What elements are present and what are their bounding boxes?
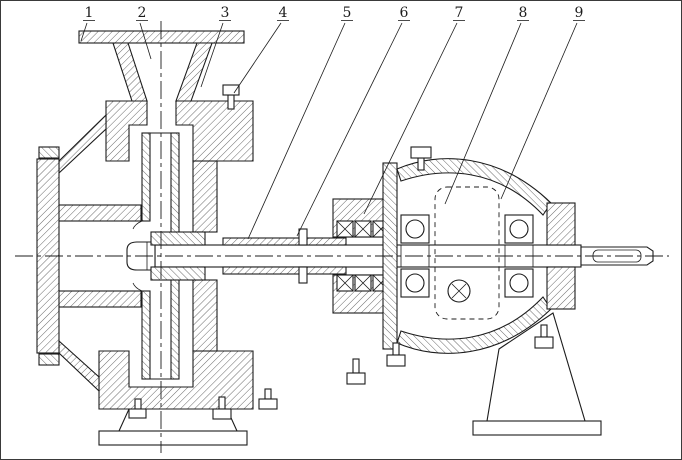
casing-bolt-head (212, 408, 232, 420)
oil-plug-cross (451, 283, 467, 299)
pump-casing (36, 30, 254, 410)
impeller-hub-bottom (150, 266, 206, 281)
discharge-nozzle-right-wall (175, 42, 213, 102)
cover-lower (192, 279, 218, 352)
bearing-ball (509, 219, 529, 239)
gland-bolt-shank (352, 358, 360, 374)
impeller-hub-top (150, 231, 206, 246)
cover-bolt-shank (227, 94, 235, 110)
impeller (132, 132, 206, 380)
bearing-ball (405, 273, 425, 293)
suction-flange-bolt-bottom (38, 353, 60, 366)
shaft-sleeve-bottom (222, 266, 347, 275)
callout-label-7: 7 (455, 5, 464, 21)
casing-bolt-head (258, 398, 278, 410)
packing-cross-lines (336, 220, 390, 292)
bearing-ball (509, 273, 529, 293)
callout-leader-2 (139, 22, 152, 60)
volute-upper-left (105, 100, 148, 162)
vent-bolt-head (410, 146, 432, 159)
callout-label-9: 9 (575, 5, 584, 21)
callouts: 1 2 3 4 5 6 7 8 9 (80, 5, 585, 240)
callout-label-5: 5 (343, 5, 352, 21)
front-shroud-lower (141, 290, 151, 380)
callout-leader-1 (80, 22, 88, 42)
discharge-nozzle-left-wall (112, 42, 148, 102)
bearing-ball (405, 219, 425, 239)
vent-bolt-shank (417, 157, 425, 171)
back-shroud-upper (170, 132, 180, 235)
pump-foot-bolt-shank (134, 398, 142, 410)
callout-leader-3 (200, 22, 224, 88)
callout-label-1: 1 (85, 5, 94, 21)
callout-leader-9 (500, 22, 578, 200)
impeller-eye-curves (132, 220, 143, 292)
drain-bolt-shank (392, 342, 400, 356)
callout-label-6: 6 (400, 5, 409, 21)
callout-leader-5 (247, 22, 346, 240)
pump-baseplate (98, 430, 248, 446)
casing-bolt-shank (218, 396, 226, 410)
slinger-top (298, 228, 308, 246)
pump-foot-bolt-head (128, 408, 147, 419)
drain-bolt-head (386, 354, 406, 367)
callout-label-2: 2 (138, 5, 147, 21)
front-shroud-upper (141, 132, 151, 222)
bearing-cover-lower (546, 266, 576, 310)
foot-bolt-shank (540, 324, 548, 338)
bearing-cover-upper (546, 202, 576, 246)
callout-leader-4 (233, 22, 282, 94)
shaft-sleeve-top (222, 237, 347, 246)
casing-front-wall-lower (58, 339, 100, 393)
callout-leader-6 (296, 22, 403, 237)
bearing-baseplate (472, 420, 602, 436)
callout-leader-7 (363, 22, 458, 215)
back-shroud-lower (170, 277, 180, 380)
cover-upper (192, 160, 218, 233)
callout-label-3: 3 (221, 5, 230, 21)
foot-bolt-head (534, 336, 554, 349)
callout-label-4: 4 (279, 5, 288, 21)
suction-pipe-top-wall (56, 204, 142, 222)
casing-front-wall-upper (58, 113, 107, 175)
bolts (128, 84, 554, 420)
support-feet (98, 312, 602, 446)
callout-label-8: 8 (519, 5, 528, 21)
suction-pipe-bottom-wall (56, 290, 142, 308)
gland-bolt-head (346, 372, 366, 385)
centerlines (15, 21, 669, 453)
callout-leader-8 (444, 22, 522, 205)
cover-bolt-head (222, 84, 240, 96)
discharge-flange (78, 30, 245, 44)
casing-bolt-shank (264, 388, 272, 400)
suction-flange-bolt-top (38, 146, 60, 159)
slinger-bottom (298, 266, 308, 284)
volute-upper-right (175, 100, 254, 162)
oil-chamber-dashed (434, 186, 500, 320)
